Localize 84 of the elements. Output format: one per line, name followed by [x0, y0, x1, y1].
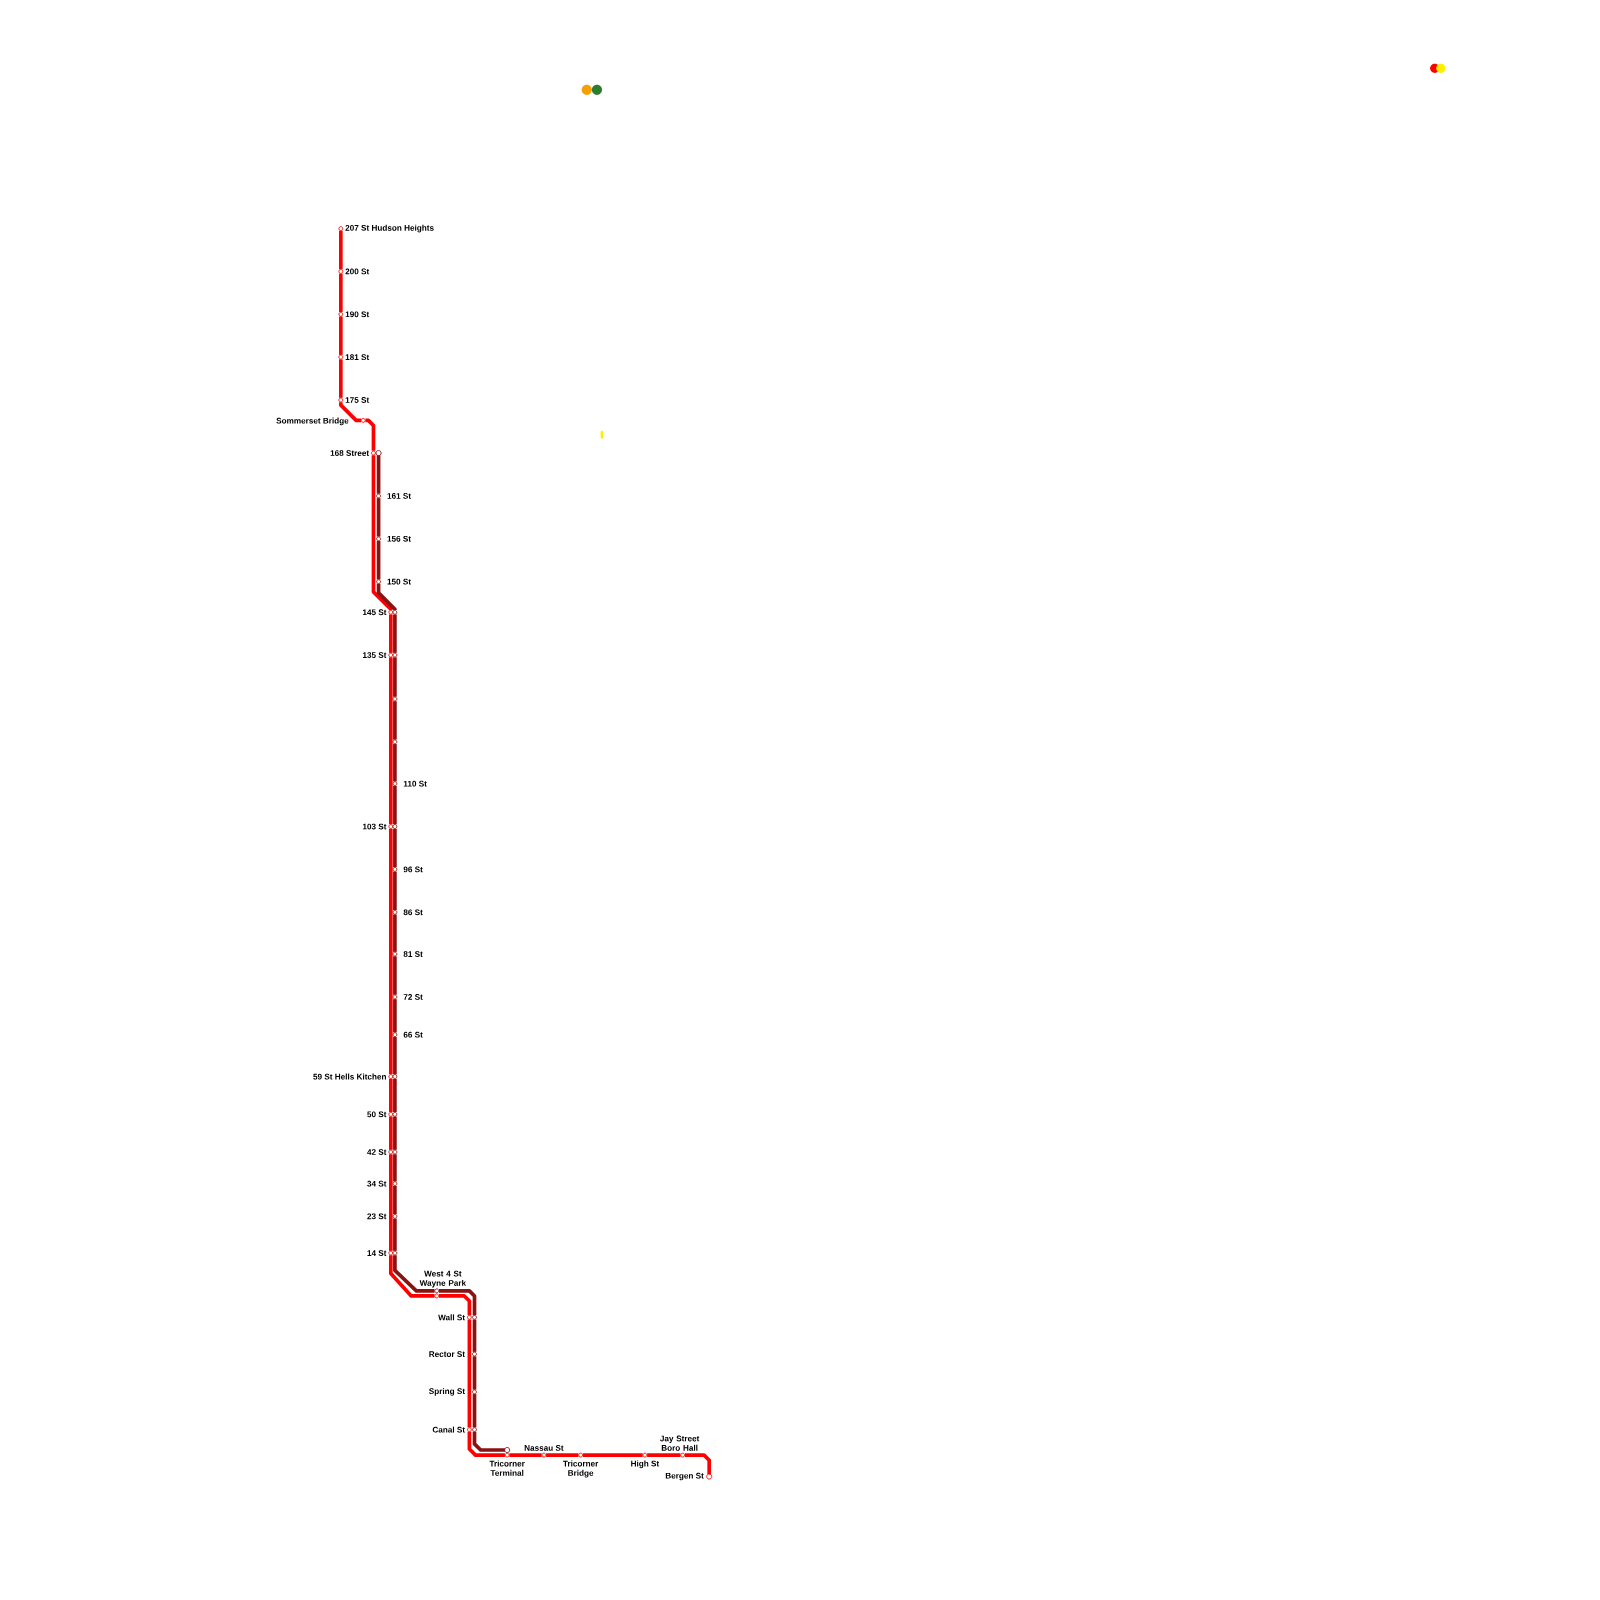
line-segment	[371, 455, 393, 612]
line-segment	[339, 359, 343, 398]
station-label: 135 St	[362, 652, 387, 658]
station-label: 150 St	[387, 578, 411, 585]
line-segment	[684, 1453, 712, 1475]
line-segment	[339, 230, 343, 270]
station-label: 145 St	[362, 609, 387, 616]
line-segment	[467, 1431, 505, 1457]
station-label: West 4 St Wayne Park	[419, 1270, 467, 1288]
station-label: 175 St	[345, 397, 370, 403]
station-label: 156 St	[387, 535, 411, 542]
line-segment	[376, 498, 381, 537]
line-segment	[393, 956, 397, 995]
station-label: 42 St	[367, 1149, 387, 1155]
station-label: 207 St Hudson Heights	[345, 224, 434, 233]
station-label: Jay Street Boro Hall	[660, 1435, 700, 1451]
station-label: 72 St	[403, 994, 423, 1000]
line-segment	[472, 1431, 505, 1452]
line-segment	[393, 871, 397, 911]
station-label: 96 St	[403, 866, 423, 873]
line-segment	[376, 541, 381, 580]
station-label: 103 St	[362, 823, 387, 830]
line-segment	[472, 1394, 477, 1428]
station-label: 50 St	[367, 1111, 387, 1118]
line-segment	[393, 1116, 397, 1150]
line-segment	[389, 657, 393, 825]
line-segment	[389, 828, 393, 1075]
line-segment	[393, 657, 397, 697]
station-label: 190 St	[345, 311, 370, 318]
station-label: 59 St Hells Kitchen	[313, 1073, 386, 1080]
station-label: 34 St	[367, 1180, 387, 1187]
line-segment	[472, 1356, 477, 1390]
station-label: Bergen St	[665, 1472, 704, 1481]
line-segment	[389, 1116, 393, 1150]
station-label: 181 St	[345, 354, 370, 361]
line-segment	[393, 1078, 397, 1113]
station-label: Canal St	[432, 1426, 465, 1433]
line-segment	[393, 614, 397, 653]
station-label: Wall St	[438, 1314, 465, 1321]
line-segment	[393, 1154, 397, 1182]
station-label: Spring St	[429, 1388, 465, 1396]
line-segment	[509, 1453, 542, 1457]
station-label: Rector St	[429, 1351, 465, 1357]
line-segment	[339, 273, 343, 313]
station-label: 168 Street	[330, 450, 369, 456]
line-segment	[376, 583, 397, 612]
line-segment	[472, 1319, 477, 1352]
line-segment	[438, 1294, 472, 1316]
line-segment	[393, 1185, 397, 1215]
station-label: 66 St	[403, 1031, 423, 1038]
station-marker	[392, 739, 398, 745]
line-segment	[339, 316, 343, 355]
station-label: 110 St	[403, 780, 427, 787]
station-label: Nassau St	[524, 1445, 564, 1451]
line-segment	[365, 418, 376, 451]
line-segment	[393, 744, 397, 782]
station-label: Sommerset Bridge	[276, 417, 349, 426]
station-label: 23 St	[367, 1213, 387, 1220]
station-label: 200 St	[345, 268, 370, 275]
line-segment	[393, 701, 397, 740]
station-marker	[392, 696, 398, 702]
line-segment	[546, 1453, 579, 1457]
line-segment	[376, 455, 381, 494]
line-segment	[389, 614, 393, 653]
station-label: High St	[631, 1460, 660, 1469]
station-label: Tricorner Terminal	[489, 1460, 525, 1476]
line-segment	[393, 914, 397, 952]
station-label: 14 St	[367, 1250, 387, 1256]
line-segment	[438, 1289, 477, 1316]
station-label: 86 St	[403, 909, 423, 916]
line-segment	[467, 1319, 472, 1428]
line-segment	[393, 1218, 397, 1251]
line-segment	[393, 828, 397, 868]
line-segment	[339, 402, 362, 423]
line-segment	[393, 1036, 397, 1075]
line-segment	[582, 1453, 643, 1457]
line-segment	[393, 999, 397, 1033]
line-segment	[393, 785, 397, 825]
line-segment	[389, 1078, 393, 1113]
line-segment	[389, 1154, 393, 1251]
station-label: Tricorner Bridge	[563, 1460, 599, 1478]
station-label: 81 St	[403, 951, 423, 957]
station-label: 161 St	[387, 493, 411, 499]
line-segment	[647, 1453, 681, 1457]
